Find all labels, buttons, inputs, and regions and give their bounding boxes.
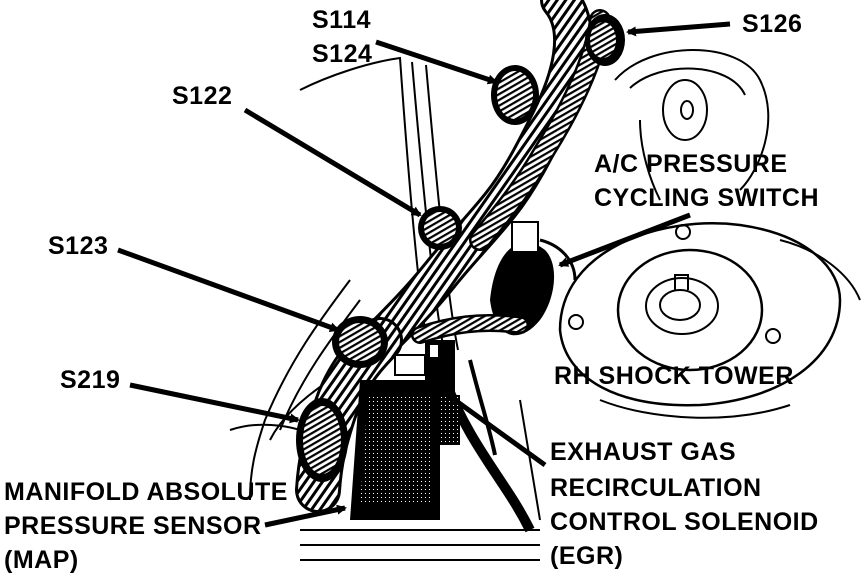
arrow-s114-s124 [375,39,498,85]
splice-s219 [296,398,348,482]
label-ac-switch-line2: CYCLING SWITCH [594,184,820,212]
leader-arrows [117,21,731,528]
ac-switch-body [490,221,577,336]
label-rh-shock-tower: RH SHOCK TOWER [554,362,794,390]
splice-s123 [332,316,388,368]
label-s219: S219 [60,366,121,394]
label-map-line1: MANIFOLD ABSOLUTE [4,478,288,506]
label-egr-line1: EXHAUST GAS [550,438,737,466]
arrow-s219 [129,382,300,424]
upper-mount [614,49,770,201]
arrow-s123 [117,247,340,333]
label-s123: S123 [48,232,109,260]
label-egr-line3: CONTROL SOLENOID [550,508,819,536]
label-egr-line4: (EGR) [550,542,624,570]
label-egr-line2: RECIRCULATION [550,474,762,502]
label-map-line3: (MAP) [4,546,79,574]
arrow-s122 [243,107,422,218]
label-s122: S122 [172,82,233,110]
label-s114: S114 [312,6,372,34]
arrow-map [264,504,347,528]
splice-s122 [418,206,462,250]
splice-s114-s124 [491,65,539,125]
label-ac-switch-line1: A/C PRESSURE [594,150,788,178]
label-s124: S124 [312,40,373,68]
splice-s126 [585,14,625,66]
arrow-egr [446,392,547,468]
label-s126: S126 [742,10,803,38]
arrow-ac-switch [558,212,691,268]
label-map-line2: PRESSURE SENSOR [4,512,262,540]
arrow-s126 [626,21,731,37]
map-sensor-part [350,354,440,520]
